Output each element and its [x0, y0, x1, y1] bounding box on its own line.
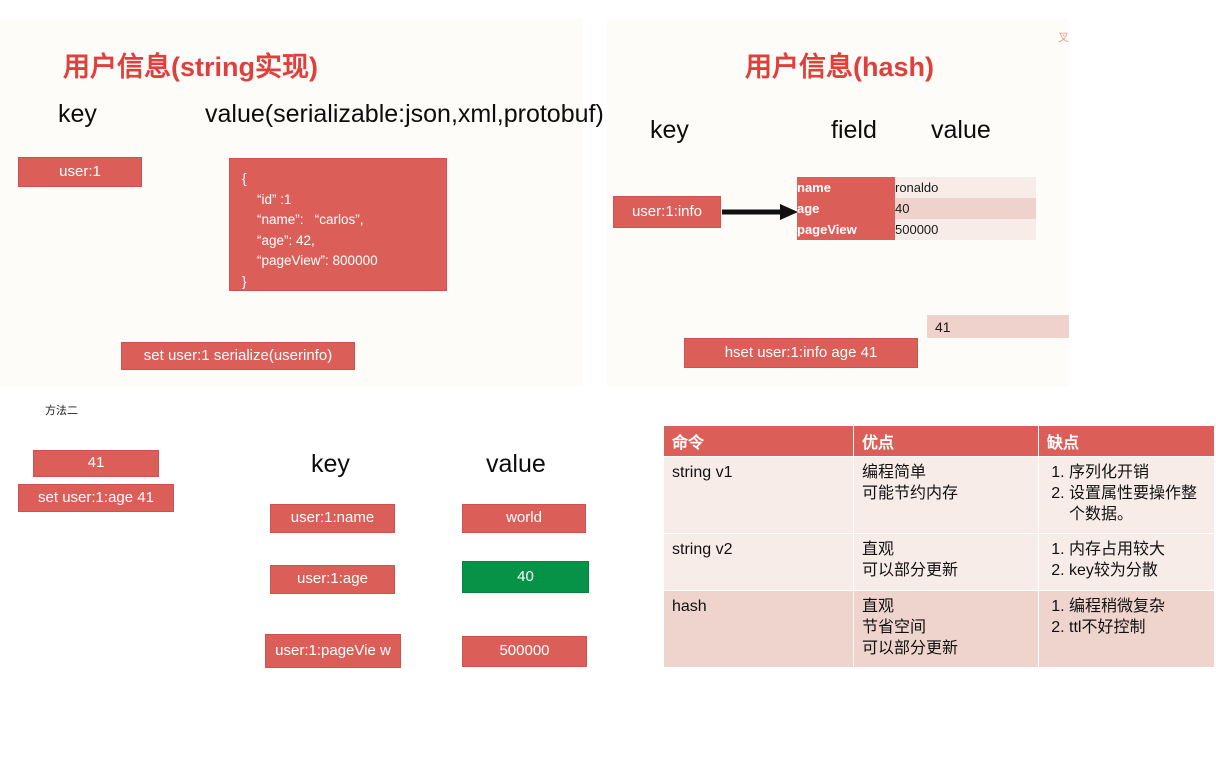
hash-field-cell: name: [797, 177, 895, 198]
compare-cell-cons: 序列化开销 设置属性要操作整个数据。: [1038, 455, 1215, 535]
hash-section-title: 用户信息(hash): [745, 52, 934, 82]
compare-cell-pros: 编程简单 可能节约内存: [853, 455, 1039, 535]
method-two-value-chip-pageview[interactable]: 500000: [462, 636, 587, 667]
table-header-row: 命令 优点 缺点: [663, 425, 1215, 457]
table-row: pageView 500000: [797, 219, 1036, 240]
compare-cell-cons: 内存占用较大 key较为分散: [1038, 533, 1215, 591]
table-row: string v1 编程简单 可能节约内存 序列化开销 设置属性要操作整个数据。: [663, 455, 1215, 535]
string-json-value-block: { “id” :1 “name”: “carlos”, “age”: 42, “…: [229, 158, 447, 291]
method-two-value-column-header: value: [486, 450, 546, 478]
string-value-column-header: value(serializable:json,xml,protobuf): [205, 100, 604, 128]
hash-key-chip[interactable]: user:1:info: [613, 196, 721, 228]
compare-cell-command: hash: [663, 589, 854, 669]
compare-cell-command: string v1: [663, 455, 854, 535]
list-item: 序列化开销: [1069, 463, 1206, 484]
comparison-table: 命令 优点 缺点 string v1 编程简单 可能节约内存 序列化开销 设置属…: [663, 425, 1215, 669]
list-item: key较为分散: [1069, 561, 1206, 582]
hash-hset-command-chip[interactable]: hset user:1:info age 41: [684, 338, 918, 368]
hash-value-cell: 500000: [895, 219, 1036, 240]
hash-field-column-header: field: [831, 116, 877, 144]
hash-field-value-table: name ronaldo age 40 pageView 500000: [797, 177, 1036, 240]
string-section-title: 用户信息(string实现): [63, 52, 318, 82]
method-two-new-value-chip[interactable]: 41: [33, 450, 159, 477]
method-two-value-chip-name[interactable]: world: [462, 504, 586, 533]
list-item: 设置属性要操作整个数据。: [1069, 484, 1206, 526]
compare-cell-pros: 直观 可以部分更新: [853, 533, 1039, 591]
hash-value-cell: ronaldo: [895, 177, 1036, 198]
list-item: ttl不好控制: [1069, 618, 1206, 639]
table-row: hash 直观 节省空间 可以部分更新 编程稍微复杂 ttl不好控制: [663, 589, 1215, 669]
method-two-set-command-chip[interactable]: set user:1:age 41: [18, 484, 174, 512]
compare-header-command: 命令: [663, 425, 854, 457]
string-key-chip[interactable]: user:1: [18, 157, 142, 187]
method-two-value-chip-age[interactable]: 40: [462, 561, 589, 593]
compare-header-cons: 缺点: [1038, 425, 1215, 457]
compare-header-pros: 优点: [853, 425, 1039, 457]
table-row: name ronaldo: [797, 177, 1036, 198]
compare-cell-command: string v2: [663, 533, 854, 591]
method-two-key-column-header: key: [311, 450, 350, 478]
hash-value-column-header: value: [931, 116, 991, 144]
hash-field-cell: age: [797, 198, 895, 219]
list-item: 内存占用较大: [1069, 540, 1206, 561]
list-item: 编程稍微复杂: [1069, 597, 1206, 618]
table-row: age 40: [797, 198, 1036, 219]
method-two-key-chip-name[interactable]: user:1:name: [270, 504, 395, 533]
arrow-right-icon: [722, 204, 798, 220]
string-key-column-header: key: [58, 100, 97, 128]
method-two-key-chip-age[interactable]: user:1:age: [270, 565, 395, 594]
hash-value-cell: 40: [895, 198, 1036, 219]
compare-cell-pros: 直观 节省空间 可以部分更新: [853, 589, 1039, 669]
hash-field-cell: pageView: [797, 219, 895, 240]
table-row: string v2 直观 可以部分更新 内存占用较大 key较为分散: [663, 533, 1215, 591]
stray-mark-icon: 叉: [1058, 32, 1069, 44]
hash-updated-value-box: 41: [927, 315, 1069, 338]
string-set-command-chip[interactable]: set user:1 serialize(userinfo): [121, 342, 355, 370]
hash-key-column-header: key: [650, 116, 689, 144]
compare-cell-cons: 编程稍微复杂 ttl不好控制: [1038, 589, 1215, 669]
method-two-note: 方法二: [45, 405, 78, 417]
method-two-key-chip-pageview[interactable]: user:1:pageVie w: [265, 634, 401, 668]
